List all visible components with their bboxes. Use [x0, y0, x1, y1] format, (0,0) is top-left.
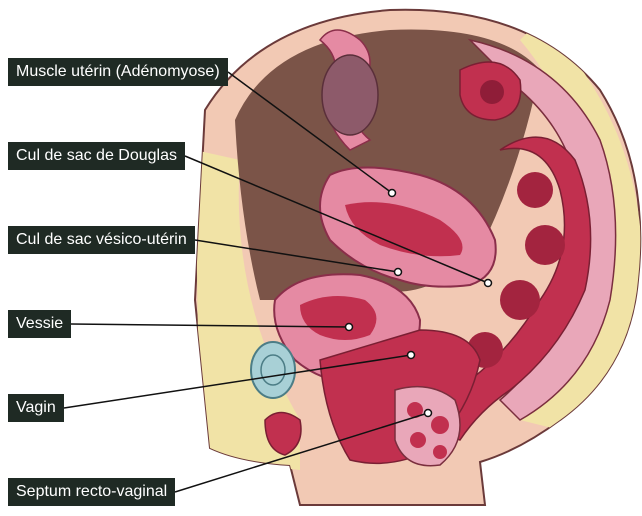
pubic-bone	[251, 342, 295, 398]
label-vagina: Vagin	[8, 394, 64, 422]
label-uterine-muscle: Muscle utérin (Adénomyose)	[8, 58, 228, 86]
leader-uterine-muscle-dot	[389, 190, 396, 197]
ovary	[322, 55, 378, 135]
leader-pouch-of-douglas-dot	[485, 280, 492, 287]
label-bladder: Vessie	[8, 310, 71, 338]
leader-vesicouterine-pouch-dot	[395, 269, 402, 276]
label-vesicouterine-pouch: Cul de sac vésico-utérin	[8, 226, 195, 254]
label-rectovaginal-septum: Septum recto-vaginal	[8, 478, 175, 506]
leader-rectovaginal-septum-dot	[425, 410, 432, 417]
anatomy-illustration	[195, 10, 642, 505]
label-pouch-of-douglas: Cul de sac de Douglas	[8, 142, 185, 170]
leader-vagina-dot	[408, 352, 415, 359]
anal-sphincter	[395, 387, 460, 466]
leader-bladder-dot	[346, 324, 353, 331]
